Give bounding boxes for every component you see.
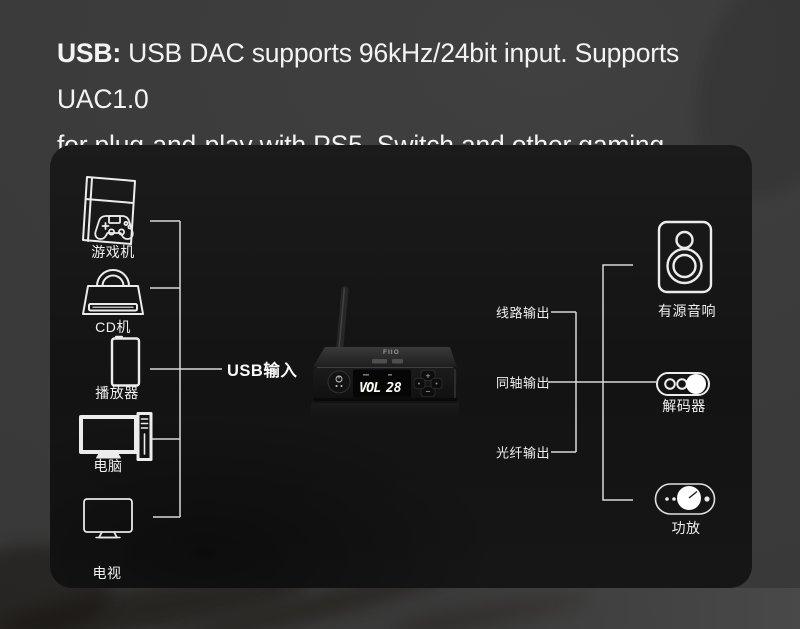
input-label-portable-player: 播放器 — [95, 385, 139, 401]
output-label-optical-out: 光纤输出 — [495, 445, 551, 461]
input-label-computer: 电脑 — [93, 458, 123, 474]
portable-player-icon — [110, 335, 141, 387]
headline-keyword: USB: — [57, 38, 121, 68]
computer-icon — [79, 412, 153, 461]
input-label-cd-player: CD机 — [95, 319, 131, 335]
sink-label-amplifier: 功放 — [671, 520, 701, 536]
game-console-icon — [82, 176, 136, 245]
output-label-coaxial-out: 同轴输出 — [495, 375, 551, 391]
tv-icon — [83, 498, 133, 539]
input-bracket-line — [150, 220, 222, 518]
dpad-down-label: − — [426, 387, 431, 397]
brand-logo: FIIO — [383, 349, 400, 356]
antenna — [336, 286, 349, 354]
input-label-game-console: 游戏机 — [91, 244, 135, 260]
device-reflection — [311, 403, 459, 420]
top-button — [392, 359, 403, 364]
device-top — [313, 347, 457, 367]
sink-label-active-speaker: 有源音响 — [658, 303, 716, 319]
display-label: VOL — [359, 380, 380, 396]
device-dpad: + − — [413, 370, 443, 397]
dac-device: FIIO VOL 28 + − — [311, 286, 459, 420]
output-bracket-line — [548, 311, 656, 453]
input-label-tv: 电视 — [92, 565, 122, 581]
background-highlight — [430, 588, 800, 629]
amplifier-icon — [654, 483, 716, 515]
dpad-up-label: + — [426, 371, 431, 381]
sink-label-decoder: 解码器 — [662, 398, 706, 414]
diagram-panel — [50, 145, 752, 588]
device-display: VOL 28 — [353, 369, 411, 398]
usb-input-label: USB输入 — [227, 362, 298, 380]
sink-bracket-line — [602, 264, 633, 501]
output-label-line-out: 线路输出 — [495, 305, 551, 321]
display-value: 28 — [385, 380, 402, 396]
decoder-icon — [656, 372, 710, 396]
device-knob — [327, 370, 351, 394]
cd-player-icon — [82, 269, 144, 315]
top-button — [372, 359, 387, 364]
headline-line1: USB DAC supports 96kHz/24bit input. Supp… — [57, 38, 680, 114]
speaker-icon — [657, 220, 713, 294]
